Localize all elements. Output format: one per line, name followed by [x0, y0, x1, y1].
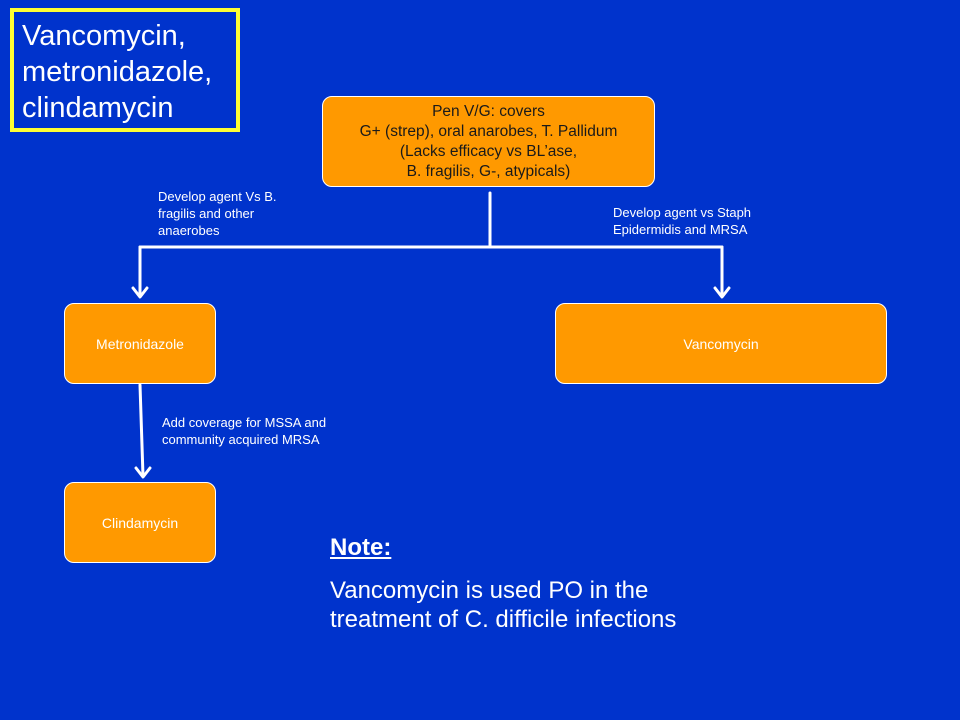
left-arrowhead	[131, 286, 149, 299]
node-metronidazole: Metronidazole	[64, 303, 216, 384]
node-penicillin-line: G+ (strep), oral anarobes, T. Pallidum	[359, 122, 618, 140]
edge-label-staph: Develop agent vs Staph Epidermidis and M…	[613, 204, 813, 238]
note-body: Vancomycin is used PO in the treatment o…	[330, 576, 750, 634]
edge-label-line: fragilis and other	[158, 206, 255, 221]
lower-arrowhead	[134, 466, 152, 479]
node-vancomycin: Vancomycin	[555, 303, 887, 384]
node-clindamycin: Clindamycin	[64, 482, 216, 563]
note-block: Note: Vancomycin is used PO in the treat…	[330, 534, 750, 634]
edge-label-line: Develop agent Vs B.	[158, 189, 277, 204]
title-line: metronidazole,	[22, 56, 213, 88]
node-vancomycin-label: Vancomycin	[683, 335, 759, 352]
node-penicillin-line: (Lacks efficacy vs BL’ase,	[399, 142, 578, 160]
edge-label-line: Epidermidis and MRSA	[613, 222, 748, 237]
node-penicillin-line: B. fragilis, G-, atypicals)	[406, 162, 571, 180]
title-line: Vancomycin,	[22, 20, 186, 52]
node-clindamycin-label: Clindamycin	[101, 514, 179, 531]
node-penicillin: Pen V/G: covers G+ (strep), oral anarobe…	[322, 96, 655, 187]
edge-label-anaerobes: Develop agent Vs B. fragilis and other a…	[158, 188, 318, 239]
right-arrowhead	[713, 286, 731, 299]
node-metronidazole-label: Metronidazole	[96, 335, 184, 352]
title-line: clindamycin	[22, 92, 174, 124]
note-body-line: treatment of C. difficile infections	[330, 606, 677, 633]
edge-label-line: Add coverage for MSSA and	[162, 415, 327, 430]
note-body-line: Vancomycin is used PO in the	[330, 577, 649, 604]
edge-label-mrsa: Add coverage for MSSA and community acqu…	[162, 414, 402, 448]
edge-label-line: anaerobes	[158, 223, 220, 238]
lower-branch-line	[138, 383, 145, 478]
edge-label-line: Develop agent vs Staph	[613, 205, 752, 220]
title-box: Vancomycin, metronidazole, clindamycin	[10, 8, 240, 132]
note-heading: Note:	[330, 534, 392, 561]
edge-label-line: community acquired MRSA	[162, 432, 320, 447]
node-penicillin-line: Pen V/G: covers	[432, 102, 545, 120]
